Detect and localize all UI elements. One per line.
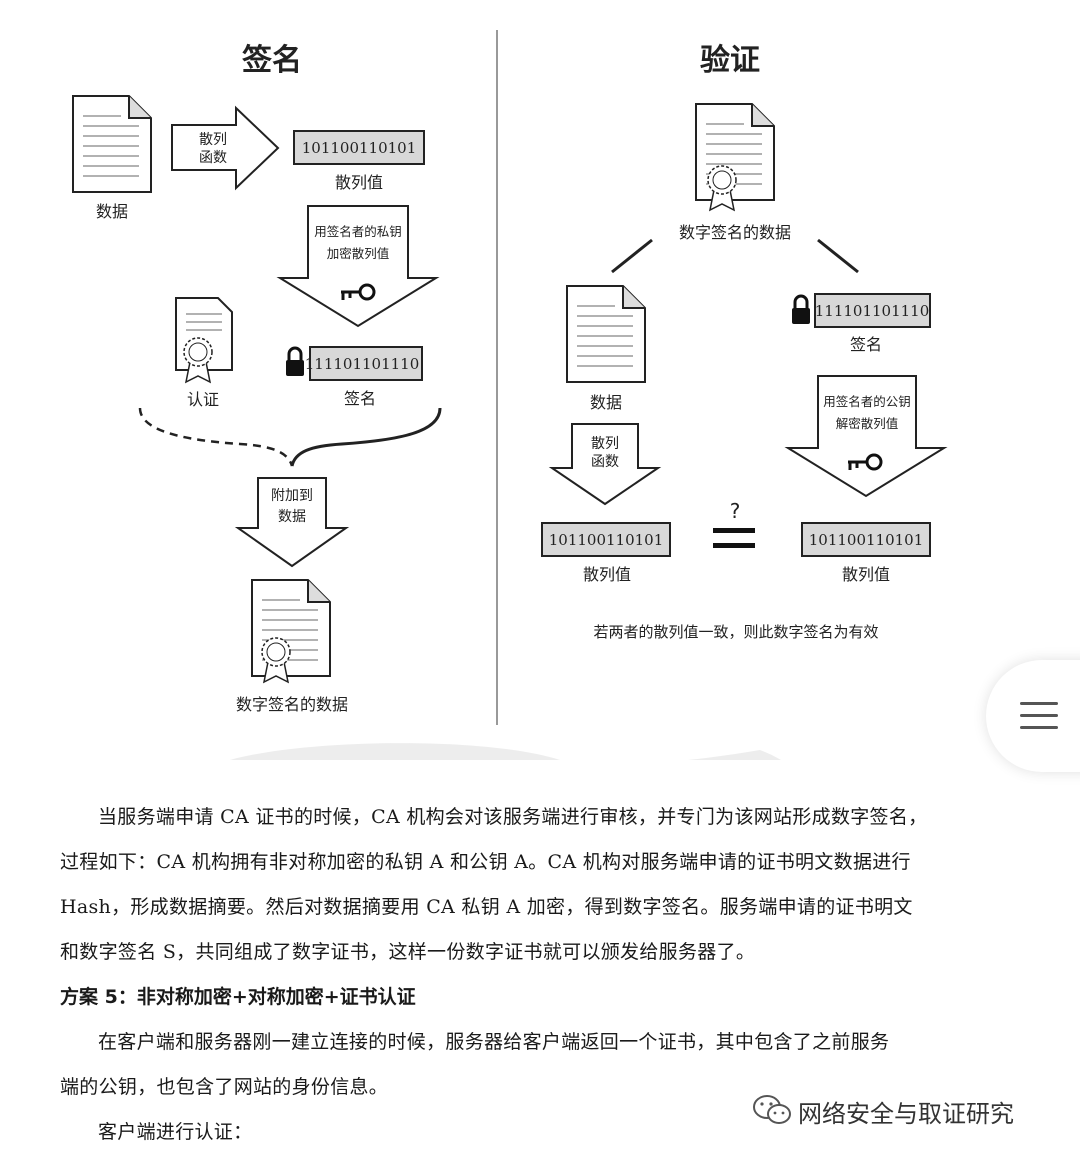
svg-text:散列: 散列 — [591, 436, 619, 452]
para1-line4: 和数字签名 S，共同组成了数字证书，这样一份数字证书就可以颁发给服务器了。 — [60, 941, 756, 963]
equals-icon — [713, 528, 755, 548]
right-hash-value-right: 101100110101 — [809, 531, 924, 549]
svg-text:用签名者的私钥: 用签名者的私钥 — [314, 224, 402, 239]
menu-icon — [1020, 702, 1058, 705]
conclusion-text: 若两者的散列值一致，则此数字签名为有效 — [593, 623, 878, 641]
left-data-document-icon — [72, 95, 152, 193]
svg-text:函数: 函数 — [199, 150, 227, 166]
right-signature-box — [814, 293, 931, 328]
para1-line2: 过程如下：CA 机构拥有非对称加密的私钥 A 和公钥 A。CA 机构对服务端申请… — [60, 851, 911, 873]
left-result-label: 数字签名的数据 — [236, 695, 348, 714]
right-data-label: 数据 — [590, 393, 622, 412]
split-line-right — [817, 238, 859, 274]
right-lock-icon — [790, 294, 812, 326]
article-body: 当服务端申请 CA 证书的时候，CA 机构会对该服务端进行审核，并专门为该网站形… — [60, 795, 1040, 1155]
cert-label: 认证 — [187, 390, 219, 409]
wechat-icon — [753, 1095, 791, 1124]
right-hash-function-arrow: 散列 函数 — [548, 423, 662, 506]
para1-line1: 当服务端申请 CA 证书的时候，CA 机构会对该服务端进行审核，并专门为该网站形… — [98, 806, 928, 828]
para2-line1: 在客户端和服务器刚一建立连接的时候，服务器给客户端返回一个证书，其中包含了之前服… — [98, 1031, 890, 1053]
svg-text:加密散列值: 加密散列值 — [327, 246, 390, 261]
right-data-document-icon — [566, 285, 646, 383]
left-title: 签名 — [242, 43, 302, 78]
svg-text:散列: 散列 — [199, 132, 227, 148]
left-signature-label: 签名 — [344, 389, 376, 408]
menu-button[interactable] — [986, 660, 1080, 772]
merge-curves — [138, 407, 442, 467]
right-signed-doc-label: 数字签名的数据 — [679, 223, 791, 242]
left-hash-value: 101100110101 — [302, 139, 417, 157]
section-heading: 方案 5：非对称加密+对称加密+证书认证 — [60, 986, 416, 1008]
right-hash-value-box-right — [801, 522, 931, 557]
left-signature-value: 111101101110 — [305, 355, 420, 373]
svg-text:附加到: 附加到 — [271, 488, 313, 504]
watermark-shield — [230, 743, 781, 760]
svg-text:用签名者的公钥: 用签名者的公钥 — [823, 394, 911, 409]
watermark-text: 网络安全与取证研究 — [798, 1100, 1014, 1128]
split-line-left — [611, 238, 653, 274]
svg-text:函数: 函数 — [591, 454, 619, 470]
para1-line3: Hash，形成数据摘要。然后对数据摘要用 CA 私钥 A 加密，得到数字签名。服… — [60, 896, 913, 918]
right-hash-value-box-left — [541, 522, 671, 557]
para2-line2: 端的公钥，也包含了网站的身份信息。 — [60, 1076, 389, 1098]
svg-text:解密散列值: 解密散列值 — [836, 416, 899, 431]
right-hash-value-left: 101100110101 — [549, 531, 664, 549]
right-signature-label: 签名 — [850, 335, 882, 354]
attach-arrow: 附加到 数据 — [234, 477, 350, 568]
compare-question: ? — [730, 499, 741, 523]
left-signature-box — [309, 346, 423, 381]
left-hash-value-box — [293, 130, 425, 165]
left-data-label: 数据 — [96, 202, 128, 221]
right-hash-label-left: 散列值 — [583, 565, 631, 584]
certificate-icon — [175, 297, 233, 383]
para3: 客户端进行认证： — [98, 1121, 253, 1143]
svg-text:数据: 数据 — [278, 509, 306, 525]
signature-diagram: 签名 数据 散列 函数 101100110101 散列值 用签名者的私钥 加密散… — [72, 30, 948, 760]
left-encrypt-arrow: 用签名者的私钥 加密散列值 — [276, 205, 440, 328]
left-hash-label: 散列值 — [335, 173, 383, 192]
right-hash-label-right: 散列值 — [842, 565, 890, 584]
left-signed-document-icon — [251, 579, 331, 683]
right-signed-document-icon — [695, 103, 775, 211]
left-lock-icon — [284, 346, 306, 378]
right-title: 验证 — [700, 43, 760, 78]
left-hash-function-arrow: 散列 函数 — [171, 105, 280, 191]
decrypt-arrow: 用签名者的公钥 解密散列值 — [784, 375, 948, 498]
right-signature-value: 111101101110 — [815, 302, 930, 320]
